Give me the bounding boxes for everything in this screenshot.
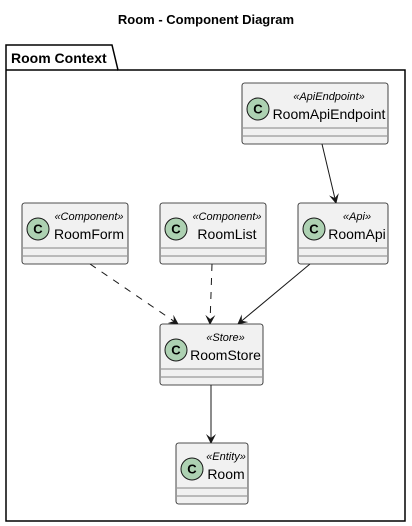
class-box bbox=[159, 323, 264, 386]
class-spot-icon bbox=[302, 217, 326, 241]
relation-edges bbox=[89, 143, 339, 444]
class-stereotype: «Store» bbox=[206, 332, 245, 344]
class-stereotype: «Api» bbox=[343, 211, 371, 223]
class-spot-letter: C bbox=[187, 462, 197, 477]
class-name: RoomApi bbox=[328, 226, 386, 242]
class-spot-icon bbox=[164, 338, 188, 362]
class-spot-icon bbox=[246, 97, 270, 121]
class-box bbox=[241, 82, 389, 145]
package-frame bbox=[5, 44, 406, 522]
class-stereotype: «Entity» bbox=[206, 451, 246, 463]
class-name: RoomForm bbox=[54, 226, 124, 242]
class-room-store[interactable]: C «Store» RoomStore bbox=[159, 323, 264, 386]
package-label: Room Context bbox=[11, 50, 107, 66]
class-spot-letter: C bbox=[309, 222, 319, 237]
class-name: RoomStore bbox=[190, 347, 261, 363]
class-room-api[interactable]: C «Api» RoomApi bbox=[297, 202, 389, 265]
class-stereotype: «Component» bbox=[192, 211, 261, 223]
class-spot-icon bbox=[180, 457, 204, 481]
edge-roomapi-to-roomstore bbox=[237, 263, 311, 325]
class-stereotype: «ApiEndpoint» bbox=[293, 91, 365, 103]
diagram-title: Room - Component Diagram bbox=[118, 12, 294, 27]
class-stereotype: «Component» bbox=[54, 211, 123, 223]
edge-roomapiendpoint-to-roomapi bbox=[321, 143, 339, 204]
class-room[interactable]: C «Entity» Room bbox=[175, 442, 249, 505]
class-spot-icon bbox=[26, 217, 50, 241]
class-box bbox=[297, 202, 389, 265]
class-spot-letter: C bbox=[171, 222, 181, 237]
class-box bbox=[159, 202, 267, 265]
class-spot-icon bbox=[164, 217, 188, 241]
class-name: RoomList bbox=[197, 226, 256, 242]
class-room-form[interactable]: C «Component» RoomForm bbox=[21, 202, 129, 265]
class-spot-letter: C bbox=[171, 343, 181, 358]
package-room-context: Room Context bbox=[5, 44, 406, 522]
class-room-api-endpoint[interactable]: C «ApiEndpoint» RoomApiEndpoint bbox=[241, 82, 389, 145]
class-spot-letter: C bbox=[253, 102, 263, 117]
class-box bbox=[21, 202, 129, 265]
class-room-list[interactable]: C «Component» RoomList bbox=[159, 202, 267, 265]
class-name: RoomApiEndpoint bbox=[273, 106, 386, 122]
edge-roomform-to-roomstore bbox=[89, 263, 179, 325]
edge-roomlist-to-roomstore bbox=[205, 263, 216, 325]
class-name: Room bbox=[207, 466, 244, 482]
class-spot-letter: C bbox=[33, 222, 43, 237]
class-nodes: C«ApiEndpoint»RoomApiEndpointC«Component… bbox=[21, 82, 389, 505]
